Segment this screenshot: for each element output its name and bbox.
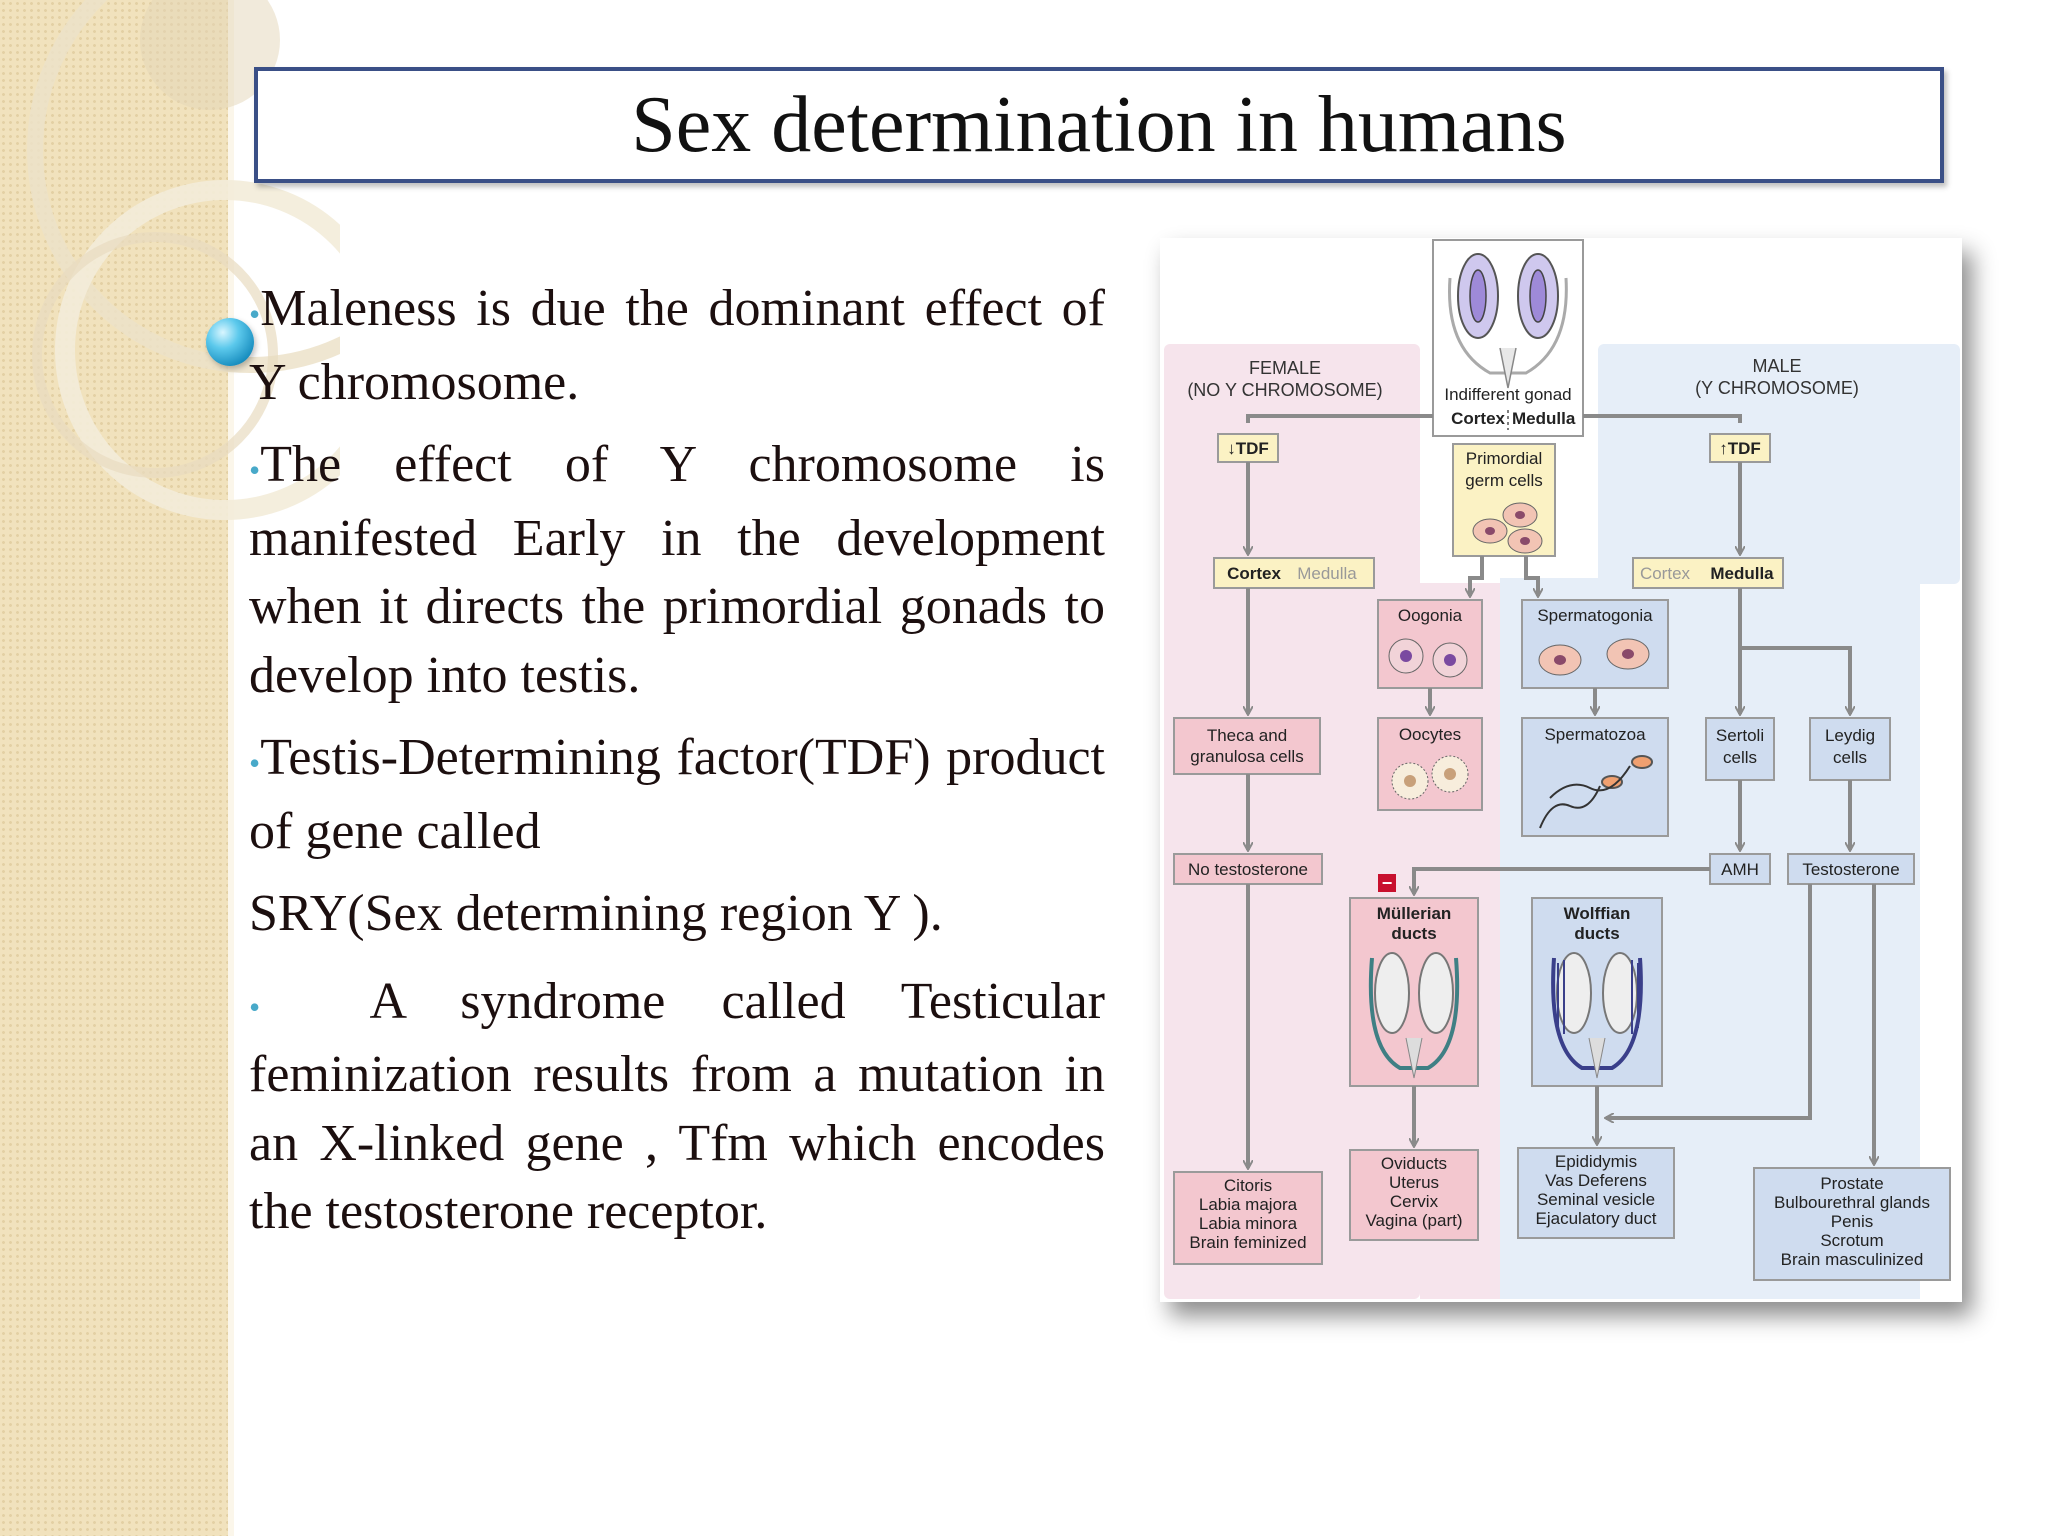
wolffian-illustration <box>1551 952 1643 1079</box>
spermatogonia-illustration <box>1538 638 1650 676</box>
bullet-marker: • <box>249 988 261 1025</box>
female-internal-line: Vagina (part) <box>1365 1211 1462 1230</box>
inhibition-marker <box>1378 874 1396 892</box>
leydig-box <box>1809 717 1891 781</box>
female-internal-box <box>1349 1149 1479 1241</box>
sertoli-label: Sertoli <box>1716 726 1764 745</box>
oocytes-illustration <box>1391 755 1469 800</box>
female-internal-line: Uterus <box>1389 1173 1439 1192</box>
paragraph-syndrome: • A syndrome called Testicular feminizat… <box>249 968 1105 1247</box>
paragraph-maleness: •Maleness is due the dominant effect of … <box>249 275 1105 417</box>
tdf-up-box <box>1709 433 1771 463</box>
bullet-marker: • <box>249 745 261 781</box>
flow-arrows <box>1248 462 1874 1168</box>
paragraph-text: SRY(Sex determining region Y ). <box>249 885 943 942</box>
testosterone-label: Testosterone <box>1802 860 1899 879</box>
male-internal-line: Epididymis <box>1555 1152 1637 1171</box>
theca-label: Theca and <box>1207 726 1287 745</box>
mullerian-illustration <box>1368 952 1460 1079</box>
female-external-line: Citoris <box>1224 1176 1272 1195</box>
title-box: Sex determination in humans <box>254 67 1944 183</box>
gonad-medulla-label: Medulla <box>1512 409 1576 428</box>
male-internal-box <box>1517 1147 1675 1239</box>
male-header: MALE <box>1752 356 1801 376</box>
gonad-illustration <box>1448 253 1568 389</box>
paragraph-y-effect: •The effect of Y chromosome is manifeste… <box>249 431 1105 710</box>
body-text: •Maleness is due the dominant effect of … <box>249 275 1105 1247</box>
male-cortex-box <box>1632 557 1784 589</box>
female-header-sub: (NO Y CHROMOSOME) <box>1187 380 1382 400</box>
sidebar-edge <box>228 0 234 1536</box>
diagram-svg: FEMALE (NO Y CHROMOSOME) MALE (Y CHROMOS… <box>1164 239 1960 1299</box>
split-line-male <box>1583 414 1742 423</box>
mullerian-label: Müllerian <box>1377 904 1452 923</box>
tdf-down-label: ↓TDF <box>1227 439 1269 458</box>
male-cortex-label: Cortex <box>1640 564 1691 583</box>
male-external-line: Brain masculinized <box>1781 1250 1924 1269</box>
sertoli-label-sub: cells <box>1723 748 1757 767</box>
germ-cell-illustration <box>1472 502 1543 554</box>
spermatozoa-label: Spermatozoa <box>1544 725 1646 744</box>
male-external-line: Prostate <box>1820 1174 1883 1193</box>
slide-title: Sex determination in humans <box>631 80 1567 169</box>
tdf-down-box <box>1217 433 1279 463</box>
primordial-label-sub: germ cells <box>1465 471 1542 490</box>
split-line-female <box>1246 414 1433 423</box>
female-header: FEMALE <box>1249 358 1321 378</box>
bullet-marker: • <box>249 296 261 332</box>
male-external-line: Penis <box>1831 1212 1874 1231</box>
female-cortex-box <box>1213 557 1375 589</box>
theca-box <box>1173 717 1321 775</box>
female-external-line: Brain feminized <box>1189 1233 1306 1252</box>
testosterone-box <box>1787 853 1915 885</box>
oocytes-label: Oocytes <box>1399 725 1461 744</box>
oogonia-label: Oogonia <box>1398 606 1463 625</box>
primordial-label: Primordial <box>1466 449 1543 468</box>
sex-determination-diagram: FEMALE (NO Y CHROMOSOME) MALE (Y CHROMOS… <box>1160 238 1962 1302</box>
oogonia-illustration <box>1388 638 1468 678</box>
tdf-up-label: ↑TDF <box>1719 439 1761 458</box>
female-external-line: Labia majora <box>1199 1195 1298 1214</box>
indifferent-gonad-label: Indifferent gonad <box>1444 385 1571 404</box>
leydig-label-sub: cells <box>1833 748 1867 767</box>
paragraph-tdf: •Testis-Determining factor(TDF) product … <box>249 724 1105 866</box>
wolffian-label: Wolffian <box>1564 904 1631 923</box>
female-external-line: Labia minora <box>1199 1214 1298 1233</box>
spermatozoa-illustration <box>1539 755 1653 829</box>
male-external-line: Scrotum <box>1820 1231 1883 1250</box>
paragraph-sry: SRY(Sex determining region Y ). <box>249 880 1105 954</box>
female-medulla-label: Medulla <box>1297 564 1357 583</box>
female-internal-line: Oviducts <box>1381 1154 1447 1173</box>
bullet-marker: • <box>249 452 261 488</box>
amh-label: AMH <box>1721 860 1759 879</box>
paragraph-text: The effect of Y chromosome is manifested… <box>249 436 1105 704</box>
male-internal-line: Vas Deferens <box>1545 1171 1647 1190</box>
female-cortex-label: Cortex <box>1227 564 1281 583</box>
leydig-label: Leydig <box>1825 726 1875 745</box>
paragraph-text: A syndrome called Testicular feminizatio… <box>249 972 1118 1241</box>
paragraph-text: Maleness is due the dominant effect of Y… <box>249 280 1105 411</box>
theca-label-sub: granulosa cells <box>1190 747 1303 766</box>
mullerian-label-sub: ducts <box>1391 924 1436 943</box>
wolffian-label-sub: ducts <box>1574 924 1619 943</box>
female-external-box <box>1173 1171 1323 1265</box>
male-internal-line: Seminal vesicle <box>1537 1190 1655 1209</box>
decorative-ball <box>206 318 254 366</box>
paragraph-text: Testis-Determining factor(TDF) product o… <box>249 729 1105 860</box>
male-external-line: Bulbourethral glands <box>1774 1193 1930 1212</box>
male-region <box>1598 344 1960 584</box>
male-external-box <box>1753 1167 1951 1281</box>
male-medulla-label: Medulla <box>1710 564 1774 583</box>
gonad-cortex-label: Cortex <box>1451 409 1505 428</box>
minus-sign: − <box>1382 873 1393 893</box>
no-testosterone-label: No testosterone <box>1188 860 1308 879</box>
male-internal-line: Ejaculatory duct <box>1536 1209 1657 1228</box>
spermatogonia-label: Spermatogonia <box>1537 606 1653 625</box>
indifferent-gonad-box <box>1432 239 1584 437</box>
decorative-sidebar <box>0 0 228 1536</box>
male-header-sub: (Y CHROMOSOME) <box>1695 378 1859 398</box>
female-internal-line: Cervix <box>1390 1192 1439 1211</box>
